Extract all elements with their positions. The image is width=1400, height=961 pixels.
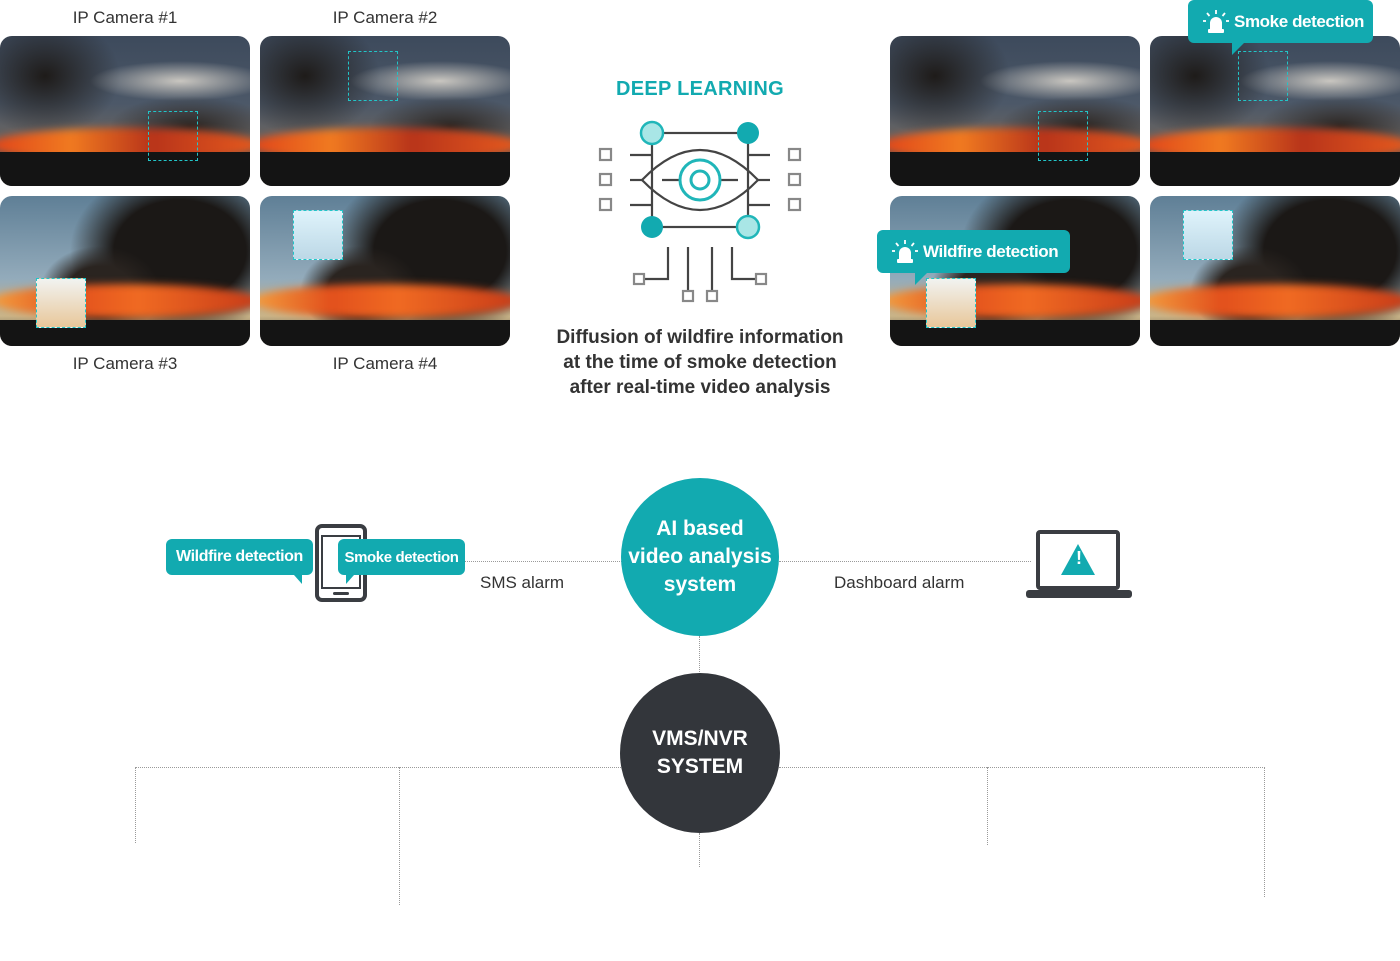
ai-line-2: video analysis xyxy=(628,545,772,568)
result-feed-4[interactable] xyxy=(1150,196,1400,346)
dashboard-connector xyxy=(779,561,1031,562)
smoke-detection-label: Smoke detection xyxy=(1234,11,1365,31)
laptop-warning-icon xyxy=(1026,530,1132,598)
siren-alarm-icon xyxy=(892,239,918,263)
eye-network-icon xyxy=(598,120,802,303)
result-feed-2[interactable] xyxy=(1150,36,1400,186)
camera-label-1: IP Camera #1 xyxy=(72,8,178,27)
ai-line-1: AI based xyxy=(656,517,744,540)
network-bus-right xyxy=(779,767,1265,768)
vms-line-1: VMS/NVR xyxy=(652,727,748,750)
network-drop-2 xyxy=(399,767,400,905)
vms-nvr-system-node: VMS/NVR SYSTEM xyxy=(620,673,780,833)
description-line-1: Diffusion of wildfire information xyxy=(556,327,844,348)
ai-vms-connector xyxy=(699,636,700,674)
network-drop-4 xyxy=(1264,767,1265,897)
network-drop-3 xyxy=(987,767,988,845)
ai-line-3: system xyxy=(663,573,737,596)
phone-wildfire-label: Wildfire detection xyxy=(176,548,303,565)
camera-label-2: IP Camera #2 xyxy=(332,8,438,27)
camera-feed-2[interactable] xyxy=(260,36,510,186)
result-feed-1[interactable] xyxy=(890,36,1140,186)
phone-wildfire-bubble: Wildfire detection xyxy=(166,539,313,584)
wildfire-detection-bubble: Wildfire detection xyxy=(877,230,1070,285)
deep-learning-title: DEEP LEARNING xyxy=(615,78,784,100)
phone-smoke-bubble: Smoke detection xyxy=(338,539,465,584)
description-line-3: after real-time video analysis xyxy=(569,377,831,398)
description-line-2: at the time of smoke detection xyxy=(563,352,837,373)
network-bus-left xyxy=(135,767,621,768)
wildfire-detection-label: Wildfire detection xyxy=(923,241,1059,261)
network-drop-center xyxy=(699,833,700,867)
dashboard-alarm-label: Dashboard alarm xyxy=(834,573,965,592)
sms-connector xyxy=(465,561,622,562)
ai-video-analysis-node: AI based video analysis system xyxy=(621,478,779,636)
network-drop-1 xyxy=(135,767,136,843)
phone-smoke-label: Smoke detection xyxy=(344,548,459,566)
camera-label-3: IP Camera #3 xyxy=(72,354,178,373)
siren-alarm-icon xyxy=(1203,9,1229,33)
camera-label-4: IP Camera #4 xyxy=(332,354,438,373)
deep-learning-description: Diffusion of wildfire information at the… xyxy=(520,325,880,400)
camera-feed-1[interactable] xyxy=(0,36,250,186)
warning-glyph: ! xyxy=(1076,548,1082,568)
camera-feed-3[interactable] xyxy=(0,196,250,346)
camera-feed-4[interactable] xyxy=(260,196,510,346)
smoke-detection-bubble: Smoke detection xyxy=(1188,0,1373,55)
vms-line-2: SYSTEM xyxy=(656,755,744,778)
sms-alarm-label: SMS alarm xyxy=(480,573,565,592)
